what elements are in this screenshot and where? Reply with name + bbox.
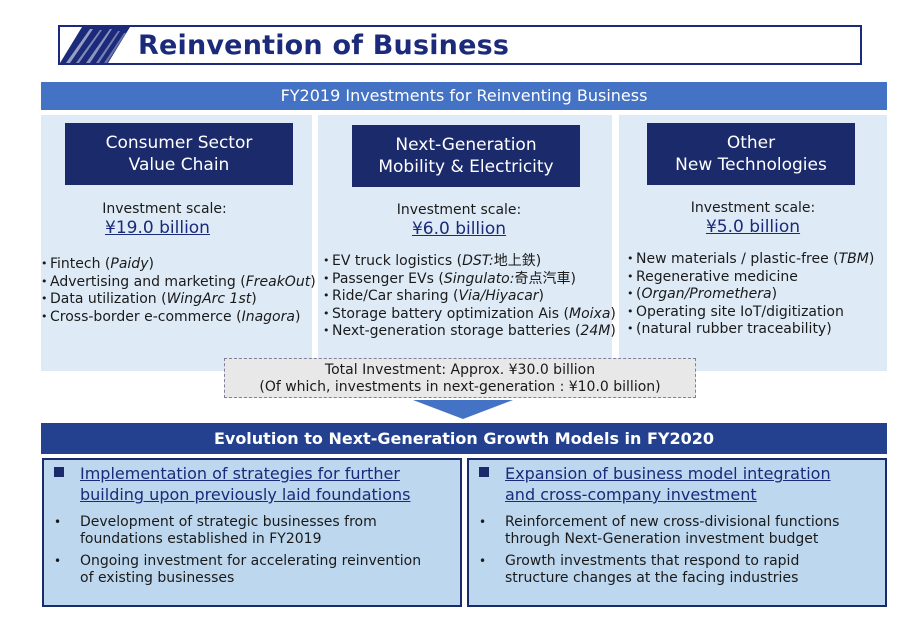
list-item: Fintech (Paidy) [41, 255, 316, 274]
column-header-line: Value Chain [128, 155, 230, 175]
column-other-new-tech: Other New Technologies Investment scale:… [619, 115, 887, 371]
list-item: Storage battery optimization Ais (Moixa) [323, 305, 616, 324]
list-item: Data utilization (WingArc 1st) [41, 290, 316, 309]
column-consumer-sector: Consumer Sector Value Chain Investment s… [41, 115, 316, 371]
list-item: Ongoing investment for accelerating rein… [54, 553, 424, 587]
list-item: Cross-border e-commerce (Inagora) [41, 308, 316, 327]
investment-amount: ¥5.0 billion [705, 217, 801, 237]
strategy-bullets: Development of strategic businesses from… [54, 514, 424, 592]
strategy-heading: Expansion of business model integration … [505, 464, 831, 504]
next-gen-investment-line: (Of which, investments in next-generatio… [259, 379, 661, 395]
strategy-box-integration: Expansion of business model integration … [467, 458, 887, 607]
list-item: Operating site IoT/digitization [627, 303, 874, 322]
list-item: Growth investments that respond to rapid… [479, 553, 863, 587]
fy2019-investments-bar: FY2019 Investments for Reinventing Busin… [41, 82, 887, 110]
strategy-bullets: Reinforcement of new cross-divisional fu… [479, 514, 863, 592]
list-item-continuation: (Organ/Promethera) [627, 285, 874, 304]
investment-label: Investment scale: [102, 201, 227, 217]
list-item: Next-generation storage batteries (24M) [323, 322, 616, 341]
column-header-line: Consumer Sector [105, 133, 253, 153]
list-item: Advertising and marketing (FreakOut) [41, 273, 316, 292]
total-investment-line: Total Investment: Approx. ¥30.0 billion [324, 362, 596, 378]
list-item: Regenerative medicine [627, 268, 874, 287]
title-box: Reinvention of Business [58, 25, 862, 65]
strategy-heading: Implementation of strategies for further… [80, 464, 411, 504]
total-investment-box: Total Investment: Approx. ¥30.0 billion … [224, 358, 696, 398]
list-item-continuation: (natural rubber traceability) [627, 320, 874, 339]
list-item: Ride/Car sharing (Via/Hiyacar) [323, 287, 616, 306]
item-list: EV truck logistics (DST:地上鉄) Passenger E… [323, 252, 616, 341]
square-bullet-icon [54, 467, 64, 477]
investment-amount: ¥19.0 billion [105, 218, 210, 238]
investment-amount: ¥6.0 billion [411, 219, 507, 239]
item-list: Fintech (Paidy) Advertising and marketin… [41, 255, 316, 327]
page-title: Reinvention of Business [138, 30, 510, 61]
strategy-box-foundations: Implementation of strategies for further… [42, 458, 462, 607]
list-item: EV truck logistics (DST:地上鉄) [323, 252, 616, 271]
column-header: Consumer Sector Value Chain [65, 123, 293, 185]
column-header: Next-Generation Mobility & Electricity [352, 125, 580, 187]
item-list: New materials / plastic-free (TBM) Regen… [627, 250, 874, 339]
column-next-gen-mobility: Next-Generation Mobility & Electricity I… [318, 115, 616, 371]
column-header-line: New Technologies [675, 155, 827, 175]
square-bullet-icon [479, 467, 489, 477]
list-item: New materials / plastic-free (TBM) [627, 250, 874, 269]
column-header-line: Other [726, 133, 776, 153]
list-item: Reinforcement of new cross-divisional fu… [479, 514, 863, 548]
column-header-line: Mobility & Electricity [378, 157, 554, 177]
investment-label: Investment scale: [396, 202, 522, 218]
list-item: Development of strategic businesses from… [54, 514, 424, 548]
list-item: Passenger EVs (Singulato:奇点汽車) [323, 270, 616, 289]
column-header: Other New Technologies [647, 123, 855, 185]
investment-label: Investment scale: [690, 200, 816, 216]
brush-stroke-icon [60, 27, 130, 63]
column-header-line: Next-Generation [395, 135, 537, 155]
evolution-bar: Evolution to Next-Generation Growth Mode… [41, 423, 887, 454]
